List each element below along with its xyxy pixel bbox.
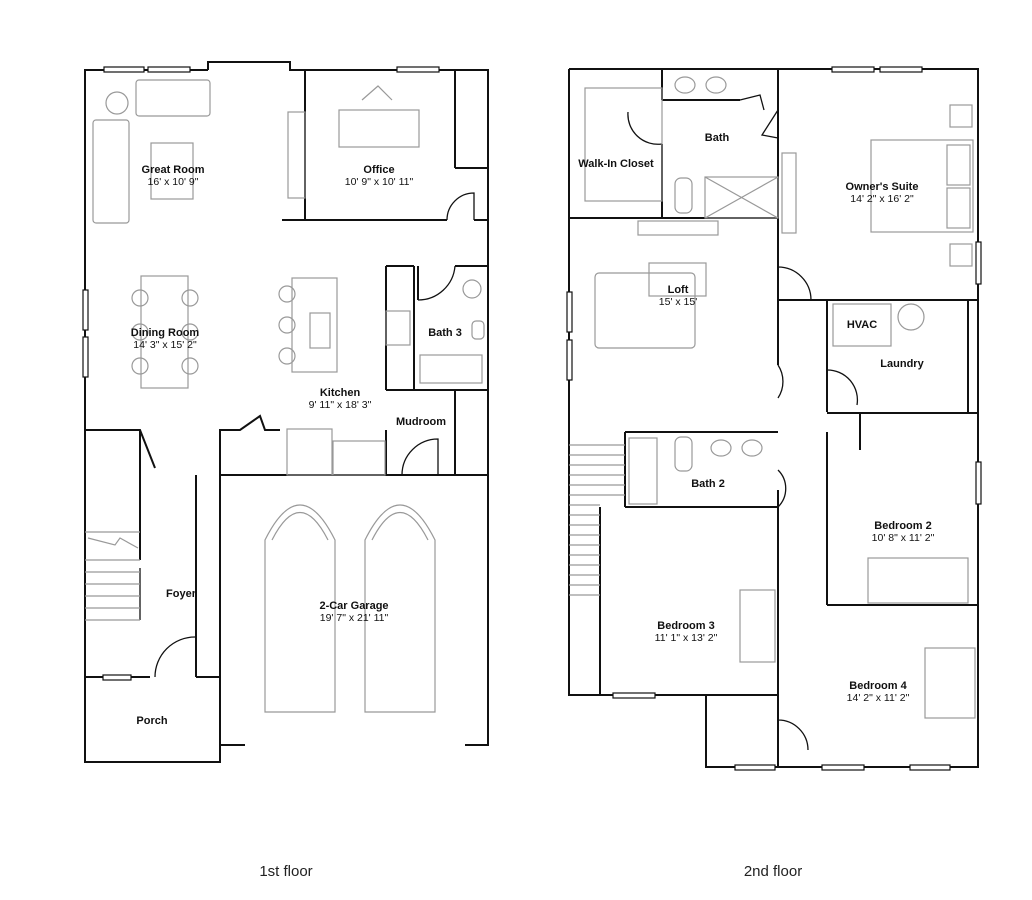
room-name: Bedroom 2 — [874, 520, 931, 532]
floor-label: 1st floor — [259, 863, 312, 880]
room-size: 11' 1" x 13' 2" — [655, 632, 718, 644]
first-floor-windows — [82, 66, 440, 681]
room-name: Laundry — [880, 358, 924, 370]
room-name: Bath — [705, 132, 730, 144]
first-floor-doors — [139, 192, 475, 678]
first-floor-plan: Great Room 16' x 10' 9" Office 10' 9" x … — [82, 61, 489, 880]
second-floor-labels: Walk-In Closet Bath Owner's Suite 14' 2"… — [578, 132, 934, 704]
room-name: Dining Room — [131, 327, 200, 339]
room-name: Foyer — [166, 588, 197, 600]
second-floor-plan: Walk-In Closet Bath Owner's Suite 14' 2"… — [566, 66, 982, 880]
room-size: 14' 2" x 11' 2" — [847, 692, 910, 704]
room-name: Bath 3 — [428, 327, 462, 339]
room-name: Kitchen — [320, 387, 361, 399]
room-name: Walk-In Closet — [578, 158, 654, 170]
stairs-icon — [85, 531, 140, 621]
room-size: 10' 8" x 11' 2" — [872, 532, 935, 544]
room-size: 15' x 15' — [659, 296, 697, 308]
room-size: 19' 7" x 21' 11" — [320, 612, 389, 624]
second-floor-doors — [627, 94, 859, 751]
room-size: 14' 2" x 16' 2" — [850, 193, 914, 205]
room-name: HVAC — [847, 319, 877, 331]
first-floor-furniture — [85, 79, 485, 713]
room-name: Loft — [668, 284, 689, 296]
first-floor-labels: Great Room 16' x 10' 9" Office 10' 9" x … — [131, 164, 462, 727]
room-name: Great Room — [142, 164, 205, 176]
room-name: Office — [363, 164, 394, 176]
room-size: 16' x 10' 9" — [148, 176, 199, 188]
second-floor-furniture — [569, 76, 976, 719]
room-name: Mudroom — [396, 416, 446, 428]
car-icon — [364, 504, 436, 713]
floor-label: 2nd floor — [744, 863, 802, 880]
room-name: Bedroom 4 — [849, 680, 907, 692]
room-size: 14' 3" x 15' 2" — [133, 339, 197, 351]
room-name: Owner's Suite — [846, 181, 919, 193]
car-icon — [264, 504, 336, 713]
room-name: Bath 2 — [691, 478, 725, 490]
room-size: 9' 11" x 18' 3" — [309, 399, 372, 411]
room-name: Porch — [136, 715, 167, 727]
second-floor-walls — [568, 68, 979, 768]
stairs-icon — [569, 444, 625, 596]
room-name: 2-Car Garage — [319, 600, 388, 612]
second-floor-windows — [566, 66, 982, 771]
room-name: Bedroom 3 — [657, 620, 714, 632]
room-size: 10' 9" x 10' 11" — [345, 176, 414, 188]
